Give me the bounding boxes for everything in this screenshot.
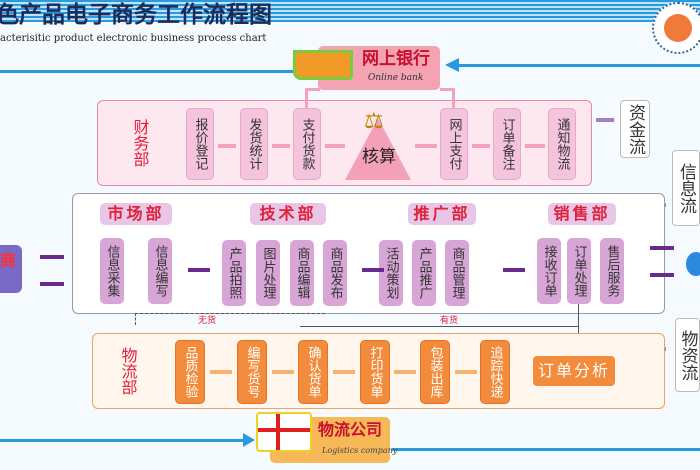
logistics-item[interactable]: 编写货号 (237, 340, 267, 404)
dept-tech: 技术部 (250, 203, 326, 225)
online-bank-title: 网上银行 (362, 49, 430, 69)
op-item[interactable]: 订单处理 (567, 238, 591, 304)
purple-arrow-right (503, 268, 525, 272)
logistics-company-subtitle: Logistics company (322, 446, 398, 455)
bottom-blue-line-right (392, 448, 700, 451)
orange-arrow (455, 370, 477, 374)
op-item[interactable]: 接收订单 (537, 238, 561, 304)
bank-connector (440, 88, 455, 108)
pink-arrow (272, 144, 290, 148)
op-item[interactable]: 商品管理 (445, 240, 469, 306)
pink-arrow (525, 144, 545, 148)
op-item[interactable]: 商品编辑 (290, 240, 314, 306)
logistics-item[interactable]: 包装出库 (420, 340, 450, 404)
orange-arrow (210, 370, 232, 374)
finance-item[interactable]: 网上支付 (440, 108, 468, 180)
in-stock-line (300, 326, 578, 327)
info-flow-label: 信息流 (672, 150, 700, 226)
accounting-label: 核算 (362, 147, 396, 167)
logo-emblem (652, 2, 700, 54)
purple-arrow-right (650, 246, 674, 250)
bank-connector (305, 88, 320, 108)
finance-dept-label: 财务部 (130, 119, 150, 167)
blue-arrow-to-bank (455, 64, 700, 67)
pink-arrow (472, 144, 490, 148)
logistics-item[interactable]: 打印货单 (360, 340, 390, 404)
bottom-blue-arrowhead (243, 433, 255, 447)
bottom-blue-line (0, 439, 245, 442)
finance-item[interactable]: 订单备注 (493, 108, 521, 180)
purple-arrow-right (188, 268, 210, 272)
orange-arrow (333, 370, 355, 374)
header-line (0, 70, 300, 73)
op-item[interactable]: 售后服务 (600, 238, 624, 304)
purple-arrow-left (596, 118, 614, 122)
dept-promo: 推广部 (408, 203, 476, 225)
page-title: 色产品电子商务工作流程图 (0, 2, 272, 28)
no-stock-label: 无货 (198, 316, 217, 326)
finance-item[interactable]: 通知物流 (548, 108, 576, 180)
blue-arrowhead (445, 58, 459, 72)
scale-icon: ⚖ (364, 109, 384, 134)
sales-to-analysis-line (578, 304, 579, 356)
pink-arrow (218, 144, 236, 148)
orange-arrow (394, 370, 416, 374)
op-item[interactable]: 图片处理 (256, 240, 280, 306)
cart-icon (293, 50, 353, 80)
no-stock-line (135, 313, 325, 325)
op-item[interactable]: 商品发布 (323, 240, 347, 306)
logistics-item[interactable]: 追踪快递 (480, 340, 510, 404)
logistics-item[interactable]: 确认货单 (298, 340, 328, 404)
globe-icon (686, 252, 700, 276)
online-bank-subtitle: Online bank (368, 73, 424, 83)
in-stock-label: 有货 (440, 316, 459, 326)
logistics-item[interactable]: 品质检验 (175, 340, 205, 404)
pink-arrow (325, 144, 345, 148)
finance-item[interactable]: 报价登记 (186, 108, 214, 180)
purple-arrow-right (40, 282, 64, 286)
orange-arrow (272, 370, 294, 374)
op-item[interactable]: 产品拍照 (222, 240, 246, 306)
op-item[interactable]: 信息采集 (100, 238, 124, 304)
finance-item[interactable]: 发货统计 (240, 108, 268, 180)
op-item[interactable]: 活动策划 (379, 240, 403, 306)
dept-market: 市场部 (100, 203, 172, 225)
order-analysis-box[interactable]: 订单分析 (533, 356, 615, 386)
merchant-box[interactable]: 商 (0, 245, 22, 293)
material-flow-label: 物资流 (675, 318, 700, 392)
pink-arrow (415, 144, 437, 148)
logistics-company-title: 物流公司 (318, 420, 383, 439)
page-subtitle: acterisitic product electronic business … (0, 33, 267, 44)
purple-arrow-left (650, 273, 674, 277)
purple-arrow-left (40, 255, 64, 259)
purple-arrow-right (362, 268, 384, 272)
header-band (0, 0, 700, 22)
logistics-dept-label: 物流部 (118, 347, 138, 395)
dept-sales: 销售部 (548, 203, 616, 225)
op-item[interactable]: 信息编写 (148, 238, 172, 304)
truck-icon (256, 412, 312, 452)
capital-flow-label: 资金流 (620, 100, 650, 158)
accounting-triangle (345, 118, 411, 180)
finance-item[interactable]: 支付货款 (293, 108, 321, 180)
op-item[interactable]: 产品推广 (412, 240, 436, 306)
